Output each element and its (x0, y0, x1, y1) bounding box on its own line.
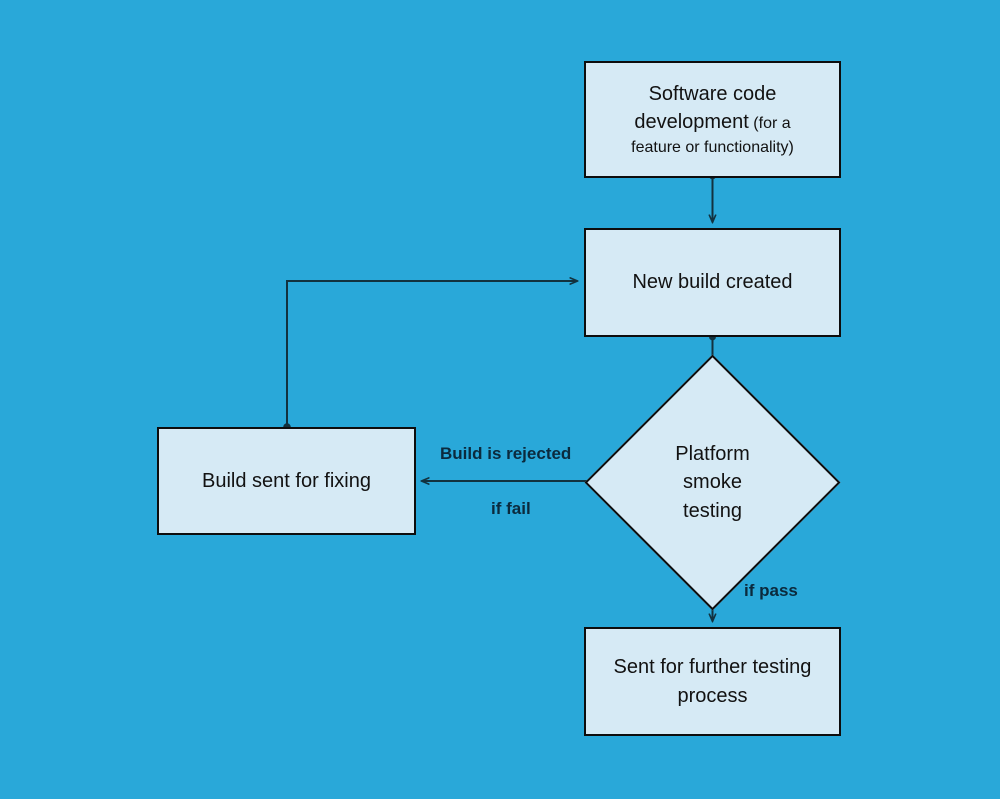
edge-label-if-pass: if pass (744, 581, 798, 600)
edge-label-build-is-rejected: Build is rejected (440, 444, 572, 463)
node-sent-for-further-testing[interactable]: Sent for further testing process (584, 627, 841, 736)
connector-development-to-new-build (709, 172, 716, 222)
decision-line-3: testing (683, 499, 742, 522)
build-fixing-label: Build sent for fixing (202, 469, 371, 492)
development-line-2-main: development (634, 111, 749, 134)
node-new-build-created[interactable]: New build created (584, 228, 841, 337)
development-line-2: development (for a (596, 108, 829, 136)
diamond-label: Platform smoke testing (622, 392, 803, 573)
decision-line-1: Platform (675, 442, 750, 465)
development-line-2-sub: (for a (748, 115, 791, 133)
decision-line-2: smoke (683, 471, 742, 494)
new-build-label: New build created (632, 271, 793, 294)
connector-build-fixing-to-new-build (283, 281, 577, 431)
node-build-sent-for-fixing[interactable]: Build sent for fixing (157, 427, 416, 535)
node-software-code-development[interactable]: Software code development (for a feature… (584, 61, 841, 178)
edge-label-if-fail: if fail (491, 499, 531, 518)
node-platform-smoke-testing[interactable]: Platform smoke testing (584, 354, 841, 611)
further-testing-line-1: Sent for further testing (613, 656, 812, 679)
further-testing-line-2: process (677, 684, 748, 707)
development-line-1: Software code (648, 82, 777, 105)
development-line-3: feature or functionality) (631, 138, 794, 156)
